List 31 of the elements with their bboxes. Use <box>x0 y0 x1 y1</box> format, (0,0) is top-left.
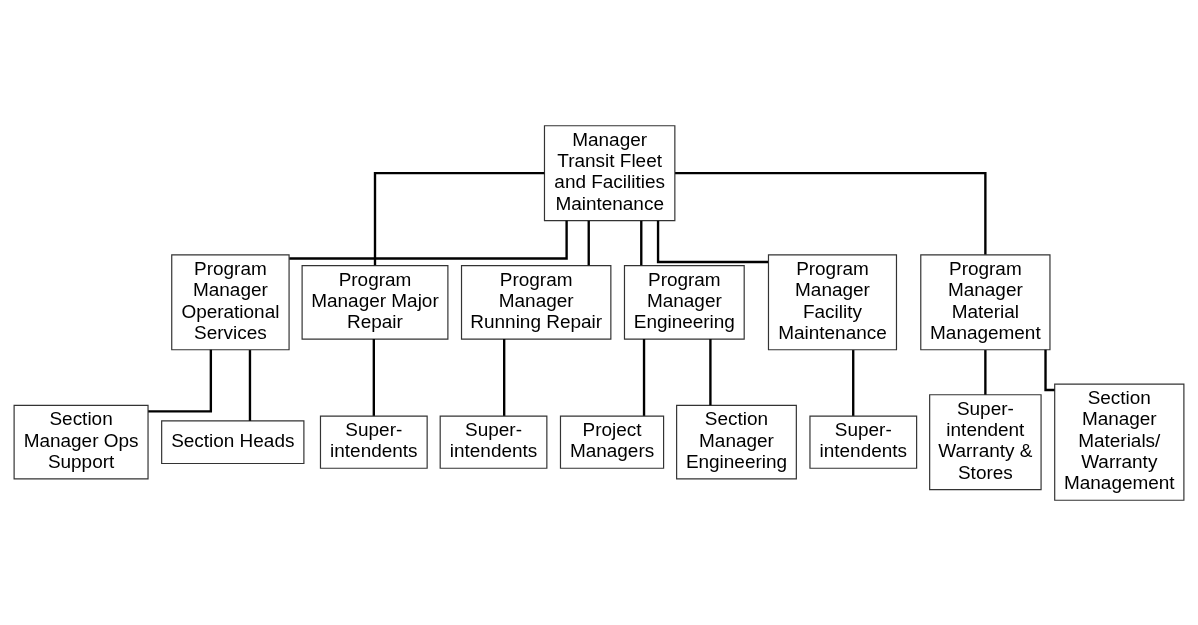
connector <box>289 220 568 260</box>
connector <box>248 349 252 421</box>
node-box: Program Manager Operational Services <box>171 253 290 350</box>
connector <box>709 338 712 405</box>
connector <box>587 220 590 265</box>
node-box: Section Manager Ops Support <box>13 404 149 480</box>
connector <box>1044 349 1055 391</box>
node-box: Super- intendents <box>439 415 548 469</box>
node-box: Super- intendent Warranty & Stores <box>929 393 1042 490</box>
connector <box>372 338 375 416</box>
node-box: Super- intendents <box>319 415 428 469</box>
connector <box>640 220 643 265</box>
node-box: Program Manager Facility Maintenance <box>767 253 898 350</box>
connector <box>852 349 855 416</box>
node-box: Program Manager Running Repair <box>460 264 612 340</box>
connector <box>642 338 646 416</box>
node-box: Section Manager Engineering <box>676 404 797 480</box>
node-box: Manager Transit Fleet and Facilities Maintenance <box>543 124 676 221</box>
node-box: Program Manager Major Repair <box>301 264 449 340</box>
node-box: Program Manager Material Management <box>920 253 1051 350</box>
node-box: Program Manager Engineering <box>623 264 745 340</box>
connector <box>373 171 545 265</box>
connector <box>503 338 506 416</box>
node-box: Section Heads <box>161 419 305 464</box>
node-box: Project Managers <box>559 415 665 469</box>
connector <box>675 171 987 255</box>
node-box: Section Manager Materials/ Warranty Management <box>1054 383 1185 501</box>
connector <box>984 349 987 395</box>
node-box: Super- intendents <box>809 415 918 469</box>
connector <box>148 349 213 413</box>
connector <box>656 220 769 263</box>
